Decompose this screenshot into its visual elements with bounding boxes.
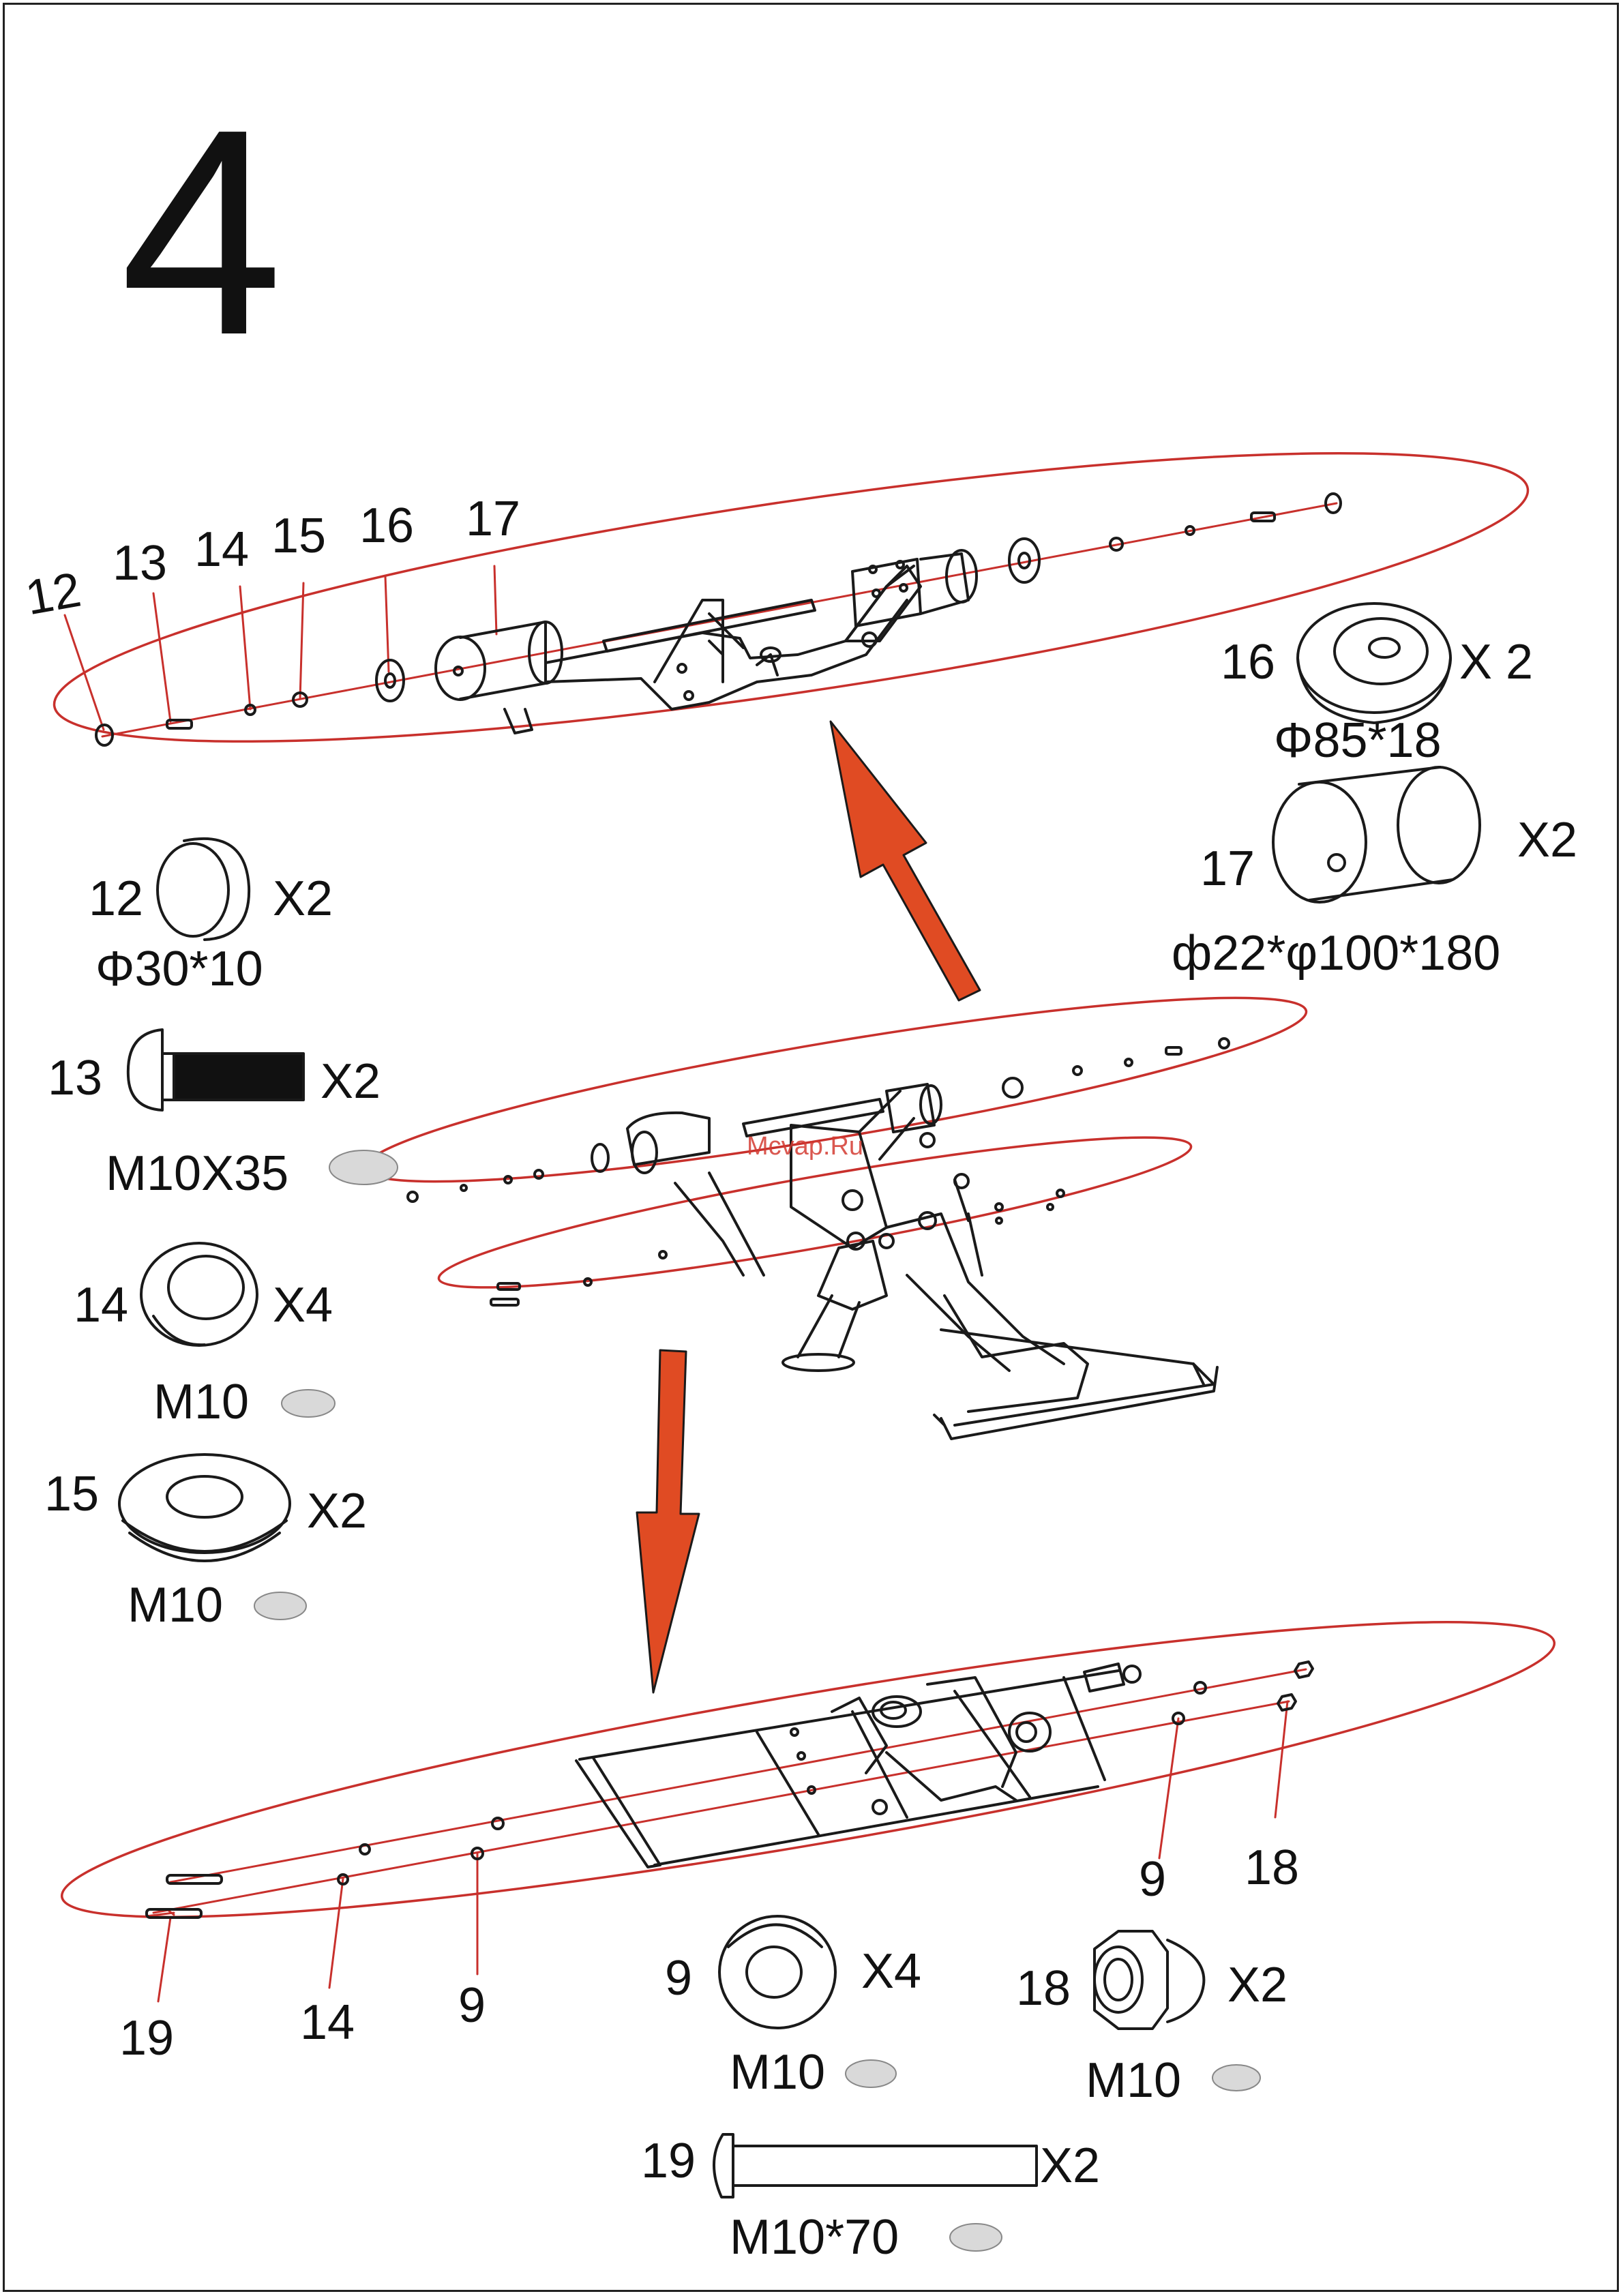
legend-12-end-cap	[158, 839, 249, 940]
legend-16-disc	[1298, 603, 1450, 723]
direction-arrows	[637, 721, 980, 1693]
legend-17-number: 17	[1200, 844, 1255, 893]
legend-13-number: 13	[48, 1054, 102, 1103]
bottom-highlight-ellipse	[49, 1568, 1566, 1971]
legend-17-size: ф22*φ100*180	[1172, 929, 1500, 978]
legend-15-number: 15	[44, 1470, 99, 1519]
callout-18: 18	[1245, 1843, 1299, 1892]
legend-14-number: 14	[74, 1281, 128, 1330]
legend-16-qty: X 2	[1459, 638, 1533, 687]
legend-18-qty: X2	[1227, 1960, 1287, 2010]
callout-19: 19	[119, 2014, 174, 2063]
callout-15: 15	[271, 511, 326, 561]
legend-9-qty: X4	[861, 1947, 921, 1996]
legend-19-qty: X2	[1040, 2141, 1100, 2190]
legend-13-bolt	[128, 1030, 303, 1110]
legend-16-number: 16	[1221, 638, 1275, 687]
callout-12: 12	[22, 565, 84, 623]
legend-12-size: Φ30*10	[95, 944, 263, 994]
legend-18-size: M10	[1086, 2056, 1181, 2105]
legend-12-qty: X2	[273, 874, 333, 923]
center-hardware	[408, 1039, 1229, 1305]
top-leaders	[65, 566, 496, 730]
legend-15-size: M10	[128, 1581, 223, 1630]
part-9-bottom-a	[492, 1818, 503, 1829]
legend-15-washer	[119, 1455, 290, 1561]
arrow-up	[831, 721, 980, 1000]
callout-9-left: 9	[458, 1981, 486, 2030]
callout-13: 13	[113, 539, 167, 588]
bottom-axis-lines	[147, 1669, 1306, 1916]
callout-9-right: 9	[1139, 1855, 1166, 1904]
legend-14-size: M10	[153, 1377, 249, 1427]
legend-14-lock-washer	[141, 1243, 257, 1345]
arrow-down	[637, 1350, 699, 1693]
legend-16-size: Φ85*18	[1274, 716, 1442, 765]
legend-9-size: M10	[730, 2048, 825, 2097]
top-frame	[505, 550, 977, 733]
legend-13-size: M10X35	[106, 1149, 288, 1198]
callout-17: 17	[466, 494, 520, 543]
legend-15-qty: X2	[307, 1487, 367, 1536]
watermark: Mcvap.Ru	[747, 1132, 863, 1161]
legend-18-cap-nut	[1095, 1931, 1204, 2029]
callout-16: 16	[359, 501, 414, 550]
legend-9-washer	[719, 1916, 835, 2028]
legend-19-bolt	[714, 2134, 1037, 2197]
legend-13-qty: X2	[321, 1057, 381, 1106]
legend-17-roller	[1273, 767, 1480, 902]
legend-19-number: 19	[641, 2136, 696, 2186]
legend-12-number: 12	[89, 874, 143, 923]
center-upper-ellipse	[357, 964, 1314, 1215]
legend-19-size: M10*70	[730, 2213, 899, 2262]
legend-18-number: 18	[1016, 1964, 1071, 2013]
legend-17-qty: X2	[1517, 816, 1577, 865]
step-number: 4	[120, 86, 283, 379]
callout-14-bottom: 14	[300, 1998, 355, 2047]
legend-14-qty: X4	[273, 1281, 333, 1330]
callout-14: 14	[194, 525, 249, 574]
legend-9-number: 9	[665, 1954, 692, 2003]
